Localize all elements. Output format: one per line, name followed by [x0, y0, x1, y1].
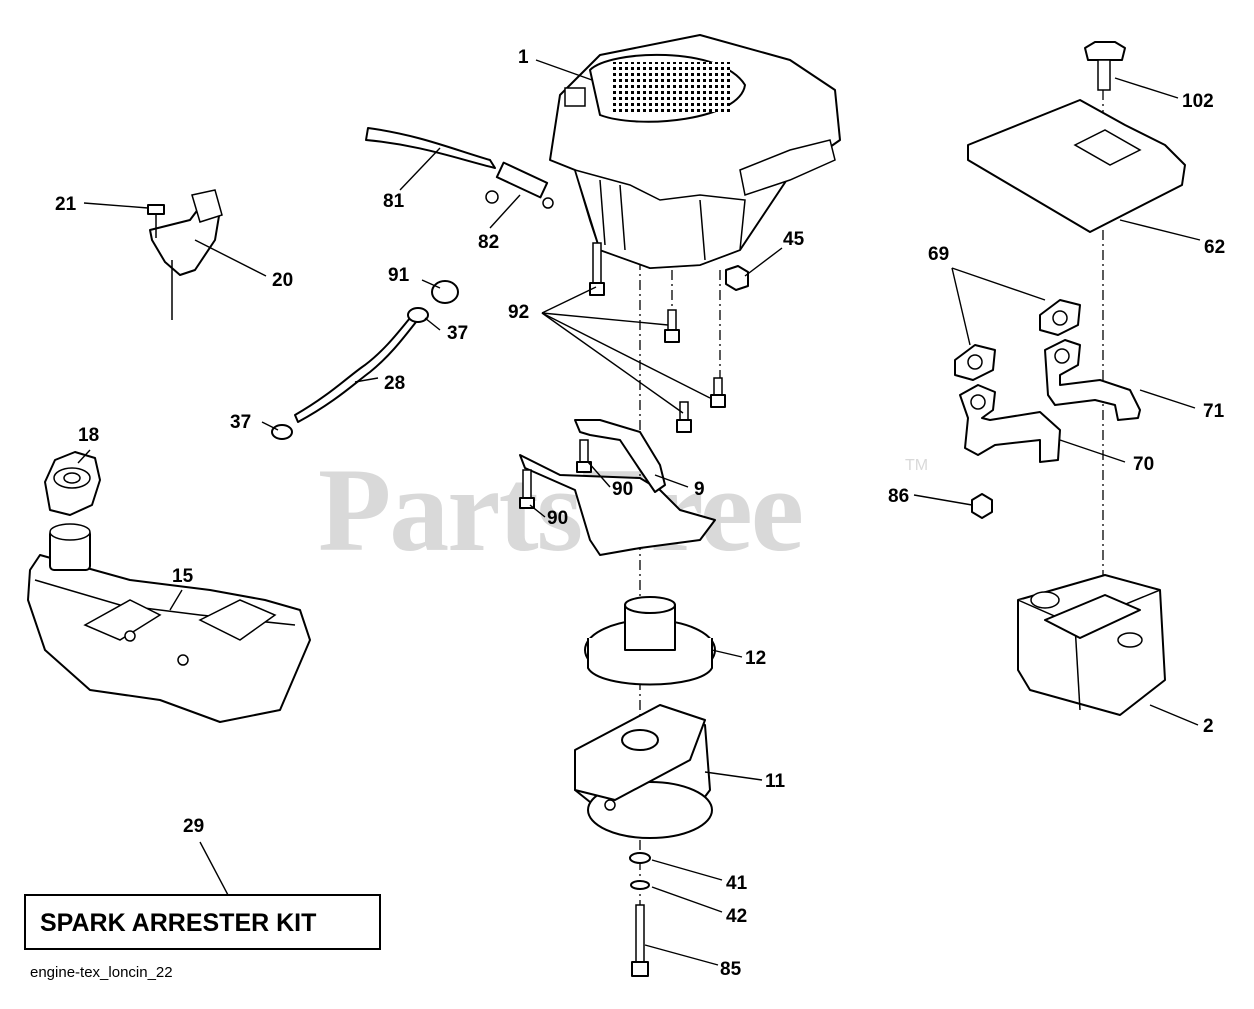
callout-85: 85: [720, 959, 742, 980]
spark-arrester-kit-label: SPARK ARRESTER KIT: [40, 909, 316, 937]
callout-82: 82: [478, 232, 499, 253]
engine-part[interactable]: [549, 34, 841, 269]
nut-45-part[interactable]: [725, 265, 749, 291]
callout-90-lower: 90: [547, 508, 568, 529]
callout-9: 9: [694, 479, 705, 500]
callout-91: 91: [388, 265, 410, 286]
callout-37-lower: 37: [230, 412, 251, 433]
callout-71: 71: [1203, 401, 1225, 422]
spark-arrester-kit-box[interactable]: SPARK ARRESTER KIT: [24, 894, 381, 950]
exhaust-pipe-71-part[interactable]: [1044, 339, 1141, 421]
bolt-90-parts[interactable]: [519, 439, 592, 509]
muffler-part[interactable]: [1017, 574, 1166, 716]
callout-92: 92: [508, 302, 529, 323]
callout-70: 70: [1133, 454, 1154, 475]
gasket-69-parts[interactable]: [954, 299, 1081, 381]
throttle-bracket-part[interactable]: [147, 189, 223, 320]
callout-labels: 1 102 21 20 81 82 45 62 69 91 37 92 28 7…: [55, 47, 1225, 980]
callout-1: 1: [518, 47, 529, 68]
callout-45: 45: [783, 229, 805, 250]
engine-grille: [610, 62, 730, 112]
bolt-92-parts[interactable]: [589, 242, 726, 433]
grommet-91-part[interactable]: [431, 280, 459, 304]
fuel-hose-part[interactable]: [365, 127, 496, 169]
clamp-37-parts[interactable]: [271, 307, 429, 440]
callout-37-upper: 37: [447, 323, 468, 344]
callout-69: 69: [928, 244, 949, 265]
clutch-part[interactable]: [574, 704, 713, 839]
callout-2: 2: [1203, 716, 1214, 737]
callout-62: 62: [1204, 237, 1225, 258]
callout-41: 41: [726, 873, 748, 894]
belt-guide-part[interactable]: [519, 454, 716, 556]
callout-28: 28: [384, 373, 405, 394]
belt-guide-upper[interactable]: [574, 419, 666, 493]
washer-42-part[interactable]: [630, 880, 650, 890]
diagram-id: engine-tex_loncin_22: [30, 964, 173, 981]
fuel-tank-part[interactable]: [27, 523, 311, 723]
washer-41-part[interactable]: [629, 852, 651, 864]
leader-lines: [77, 59, 1201, 966]
callout-12: 12: [745, 648, 766, 669]
exhaust-pipe-70-part[interactable]: [959, 384, 1061, 463]
callout-21: 21: [55, 194, 77, 215]
watermark-text: PartsTree: [318, 443, 802, 576]
callout-15: 15: [172, 566, 194, 587]
callout-29: 29: [183, 816, 204, 837]
watermark-tm: TM: [905, 457, 928, 474]
watermark: PartsTree TM: [318, 443, 928, 576]
fuel-filter-part[interactable]: [485, 161, 554, 209]
bolt-85-part[interactable]: [631, 904, 649, 977]
fuel-line-part[interactable]: [294, 317, 417, 423]
callout-18: 18: [78, 425, 99, 446]
nut-86-part[interactable]: [971, 493, 993, 519]
callout-81: 81: [383, 191, 405, 212]
knob-bolt-102-part[interactable]: [1084, 41, 1126, 91]
heat-shield-part[interactable]: [967, 99, 1186, 233]
callout-11: 11: [765, 771, 786, 792]
callout-86: 86: [888, 486, 909, 507]
callout-20: 20: [272, 270, 293, 291]
fuel-cap-part[interactable]: [44, 451, 101, 516]
pulley-part[interactable]: [584, 596, 716, 686]
callout-102: 102: [1182, 91, 1214, 112]
callout-90-upper: 90: [612, 479, 633, 500]
callout-42: 42: [726, 906, 747, 927]
